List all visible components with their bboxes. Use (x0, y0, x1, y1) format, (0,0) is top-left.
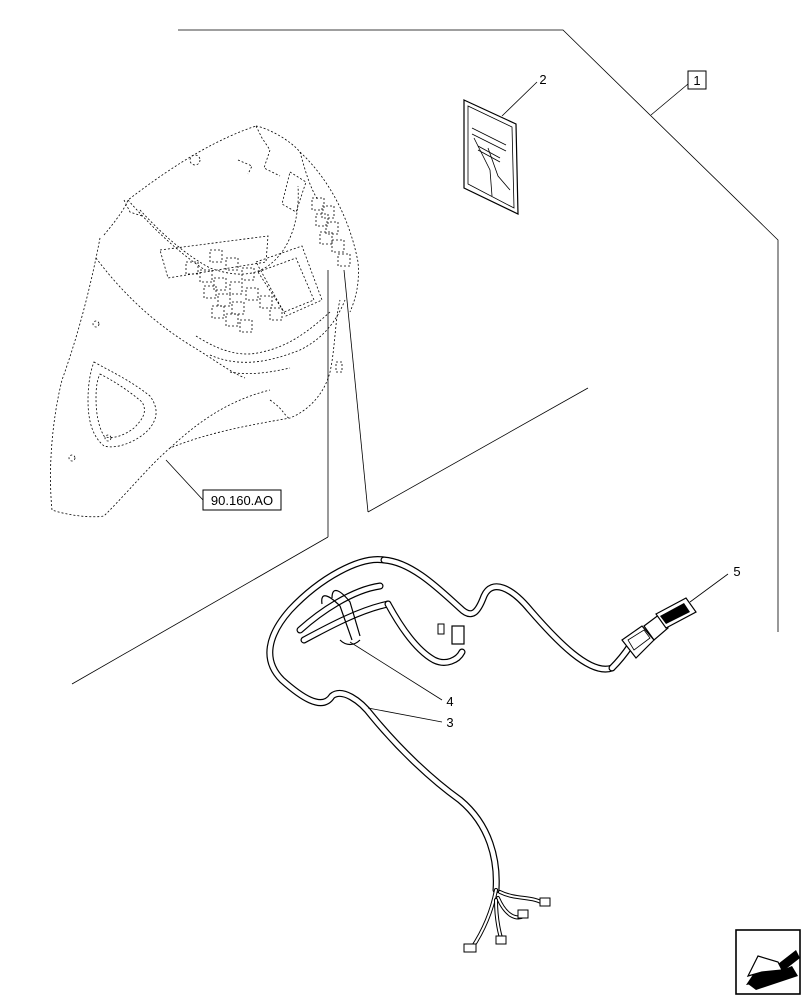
cable-tie (321, 589, 361, 646)
callout-1-label: 1 (693, 73, 700, 88)
callout-5-label: 5 (733, 564, 740, 579)
cab-console (50, 125, 359, 518)
previous-page-icon[interactable] (735, 929, 801, 995)
kit-boundary (71, 29, 779, 685)
callout-3-label: 3 (446, 715, 453, 730)
callout-3[interactable]: 3 (367, 707, 454, 730)
callout-5[interactable]: 5 (689, 564, 741, 603)
callout-1[interactable]: 1 (650, 70, 707, 116)
switch-connector (608, 597, 697, 672)
reference-callout[interactable]: 90.160.AO (165, 459, 282, 511)
callout-2[interactable]: 2 (501, 72, 547, 117)
reference-label: 90.160.AO (211, 493, 273, 508)
callout-2-label: 2 (539, 72, 546, 87)
callout-4[interactable]: 4 (349, 641, 454, 709)
callout-4-label: 4 (446, 694, 453, 709)
operator-manual (463, 99, 519, 215)
wiring-harness (266, 556, 616, 953)
